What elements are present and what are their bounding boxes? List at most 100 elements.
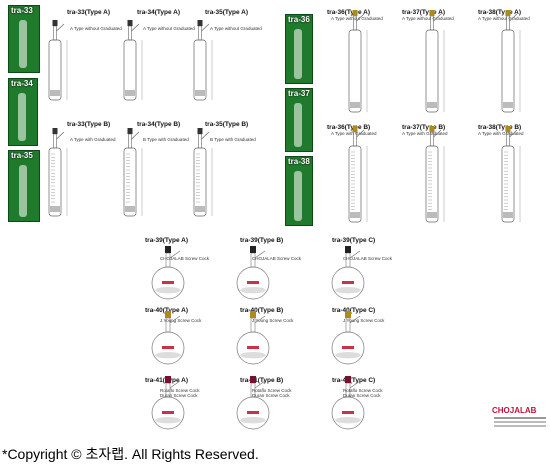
- screw-cock-cap: [345, 246, 351, 253]
- flask-liquid: [240, 417, 266, 424]
- cylinder-neck: [198, 133, 202, 149]
- side-arm: [356, 129, 365, 138]
- product-subtitle: A Type with Graduated: [402, 131, 448, 136]
- flask-label-band: [247, 281, 259, 284]
- flask-liquid: [240, 287, 266, 294]
- side-arm: [201, 23, 210, 32]
- flask-side-arm: [169, 315, 181, 324]
- cylinder-body: [425, 29, 439, 113]
- product-subtitle: A Type without Graduated: [402, 16, 454, 21]
- product-subtitle: A Type with Graduated: [478, 131, 524, 136]
- product-label: tra-41(Type C): [332, 377, 376, 384]
- product-subtitle: B Type with Graduated: [210, 137, 256, 142]
- side-arm: [433, 13, 442, 22]
- cylinder-base: [503, 212, 513, 218]
- product-photo-tra-36: tra-36: [285, 14, 313, 84]
- valve-cap: [352, 126, 358, 132]
- product-photo-tra-35: tra-35: [8, 150, 40, 222]
- flask-neck: [345, 252, 351, 268]
- side-arm: [131, 23, 140, 32]
- flask-label-band: [162, 411, 174, 414]
- cylinder-neck: [506, 15, 510, 31]
- cylinder-body: [348, 29, 362, 113]
- product-subtitle: Rotaflo Screw Cock Duran Screw Cock: [252, 388, 292, 398]
- flask-side-arm: [349, 380, 361, 389]
- product-photo-tra-38: tra-38: [285, 156, 313, 226]
- cylinder-base: [427, 212, 437, 218]
- copyright-footer: *Copyright © 초자랩. All Rights Reserved.: [2, 446, 259, 462]
- product-label: tra-37(Type A): [402, 9, 445, 16]
- product-subtitle: J.Young Screw Cock: [252, 318, 294, 323]
- product-subtitle: A Type without Graduated: [478, 16, 530, 21]
- screw-cock-cap: [345, 376, 351, 383]
- flask-neck: [165, 317, 171, 333]
- catalog-sheet: tra-33 tra-34 tra-35 tra-36 tra-37 tra-3…: [8, 5, 546, 430]
- valve-cap: [197, 128, 203, 134]
- flask-side-arm: [254, 380, 266, 389]
- photo-label: tra-35: [11, 151, 33, 160]
- screw-cock-cap: [250, 311, 256, 318]
- product-label: tra-39(Type A): [145, 237, 188, 244]
- cylinder-base: [503, 102, 513, 108]
- flask-neck: [165, 382, 171, 398]
- product-subtitle: A Type with Graduated: [70, 137, 116, 142]
- product-label: tra-35(Type A): [205, 9, 248, 16]
- flask-label-band: [342, 411, 354, 414]
- flask-side-arm: [254, 315, 266, 324]
- screw-cock-cap: [250, 376, 256, 383]
- flask-label-band: [342, 346, 354, 349]
- flask-label-band: [162, 281, 174, 284]
- cylinder-body: [193, 147, 207, 217]
- product-label: tra-40(Type A): [145, 307, 188, 314]
- brand-logo: CHOJALAB: [492, 406, 537, 415]
- cylinder-base: [50, 206, 60, 212]
- product-label: tra-40(Type C): [332, 307, 376, 314]
- product-label: tra-39(Type B): [240, 237, 284, 244]
- flask-neck: [250, 317, 256, 333]
- cylinder-neck: [430, 15, 434, 31]
- flask-label-band: [342, 281, 354, 284]
- product-label: tra-35(Type B): [205, 121, 249, 128]
- flask-label-band: [162, 346, 174, 349]
- valve-cap: [352, 10, 358, 16]
- valve-cap: [197, 20, 203, 26]
- product-label: tra-34(Type B): [137, 121, 181, 128]
- cylinder-base: [125, 90, 135, 96]
- product-subtitle: CHOJALAB Screw Cock: [343, 256, 393, 261]
- cylinder-body: [123, 147, 137, 217]
- screw-cock-cap: [165, 311, 171, 318]
- technical-drawings: [48, 10, 521, 430]
- product-label: tra-34(Type A): [137, 9, 180, 16]
- product-label: tra-38(Type A): [478, 9, 521, 16]
- flask-label-band: [247, 411, 259, 414]
- cylinder-base: [50, 90, 60, 96]
- photo-label: tra-33: [11, 6, 33, 15]
- side-arm: [509, 13, 518, 22]
- side-arm: [509, 129, 518, 138]
- product-label: tra-41(Type B): [240, 377, 284, 384]
- product-photo-tra-33: tra-33: [8, 5, 40, 73]
- cylinder-base: [125, 206, 135, 212]
- cylinder-body: [501, 29, 515, 113]
- cylinder-base: [427, 102, 437, 108]
- cylinder-neck: [198, 25, 202, 41]
- product-subtitle: A Type without Graduated: [143, 26, 195, 31]
- product-label: tra-36(Type B): [327, 124, 371, 131]
- cylinder-neck: [506, 131, 510, 147]
- product-subtitle: Rotaflo Screw Cock Duran Screw Cock: [160, 388, 200, 398]
- side-arm: [433, 129, 442, 138]
- side-arm: [131, 131, 140, 140]
- product-label: tra-40(Type B): [240, 307, 284, 314]
- flask-neck: [250, 382, 256, 398]
- product-subtitle: A Type without Graduated: [210, 26, 262, 31]
- screw-cock-cap: [165, 376, 171, 383]
- cylinder-neck: [353, 131, 357, 147]
- flask-liquid: [155, 287, 181, 294]
- side-arm: [356, 13, 365, 22]
- product-subtitle: CHOJALAB Screw Cock: [160, 256, 210, 261]
- cylinder-base: [195, 90, 205, 96]
- photo-label: tra-37: [288, 89, 310, 98]
- flask-liquid: [240, 352, 266, 359]
- valve-cap: [429, 10, 435, 16]
- product-label: tra-37(Type B): [402, 124, 446, 131]
